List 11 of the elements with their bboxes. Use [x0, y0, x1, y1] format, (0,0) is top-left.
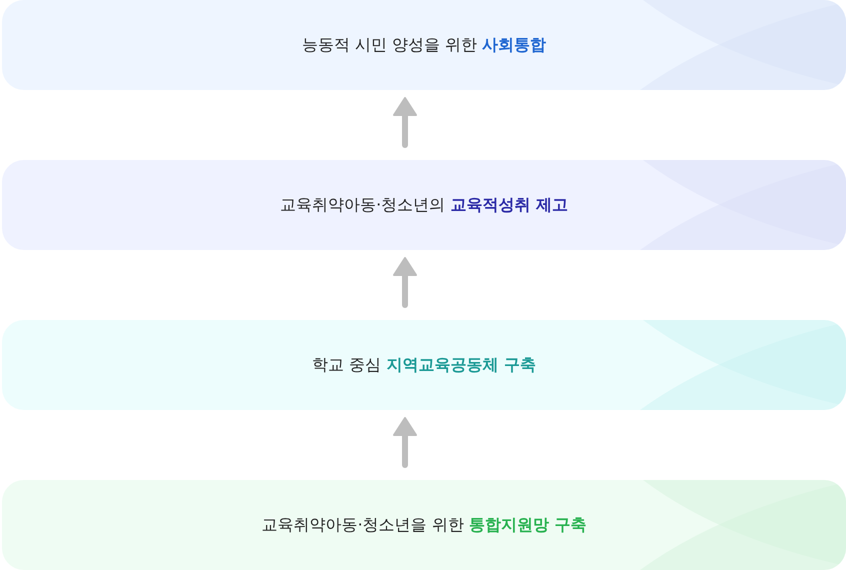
stage-box [2, 480, 846, 570]
arrow [393, 97, 417, 148]
stage-box [2, 160, 846, 250]
stage-box [2, 320, 846, 410]
arrow [393, 417, 417, 468]
stage-text: 능동적 시민 양성을 위한 사회통합 [302, 34, 546, 56]
stage-text: 교육취약아동·청소년의 교육적성취 제고 [280, 194, 568, 216]
stage-text: 교육취약아동·청소년을 위한 통합지원망 구축 [262, 514, 586, 536]
stage-box [2, 0, 846, 90]
arrow [393, 257, 417, 308]
stage-text: 학교 중심 지역교육공동체 구축 [312, 354, 536, 376]
